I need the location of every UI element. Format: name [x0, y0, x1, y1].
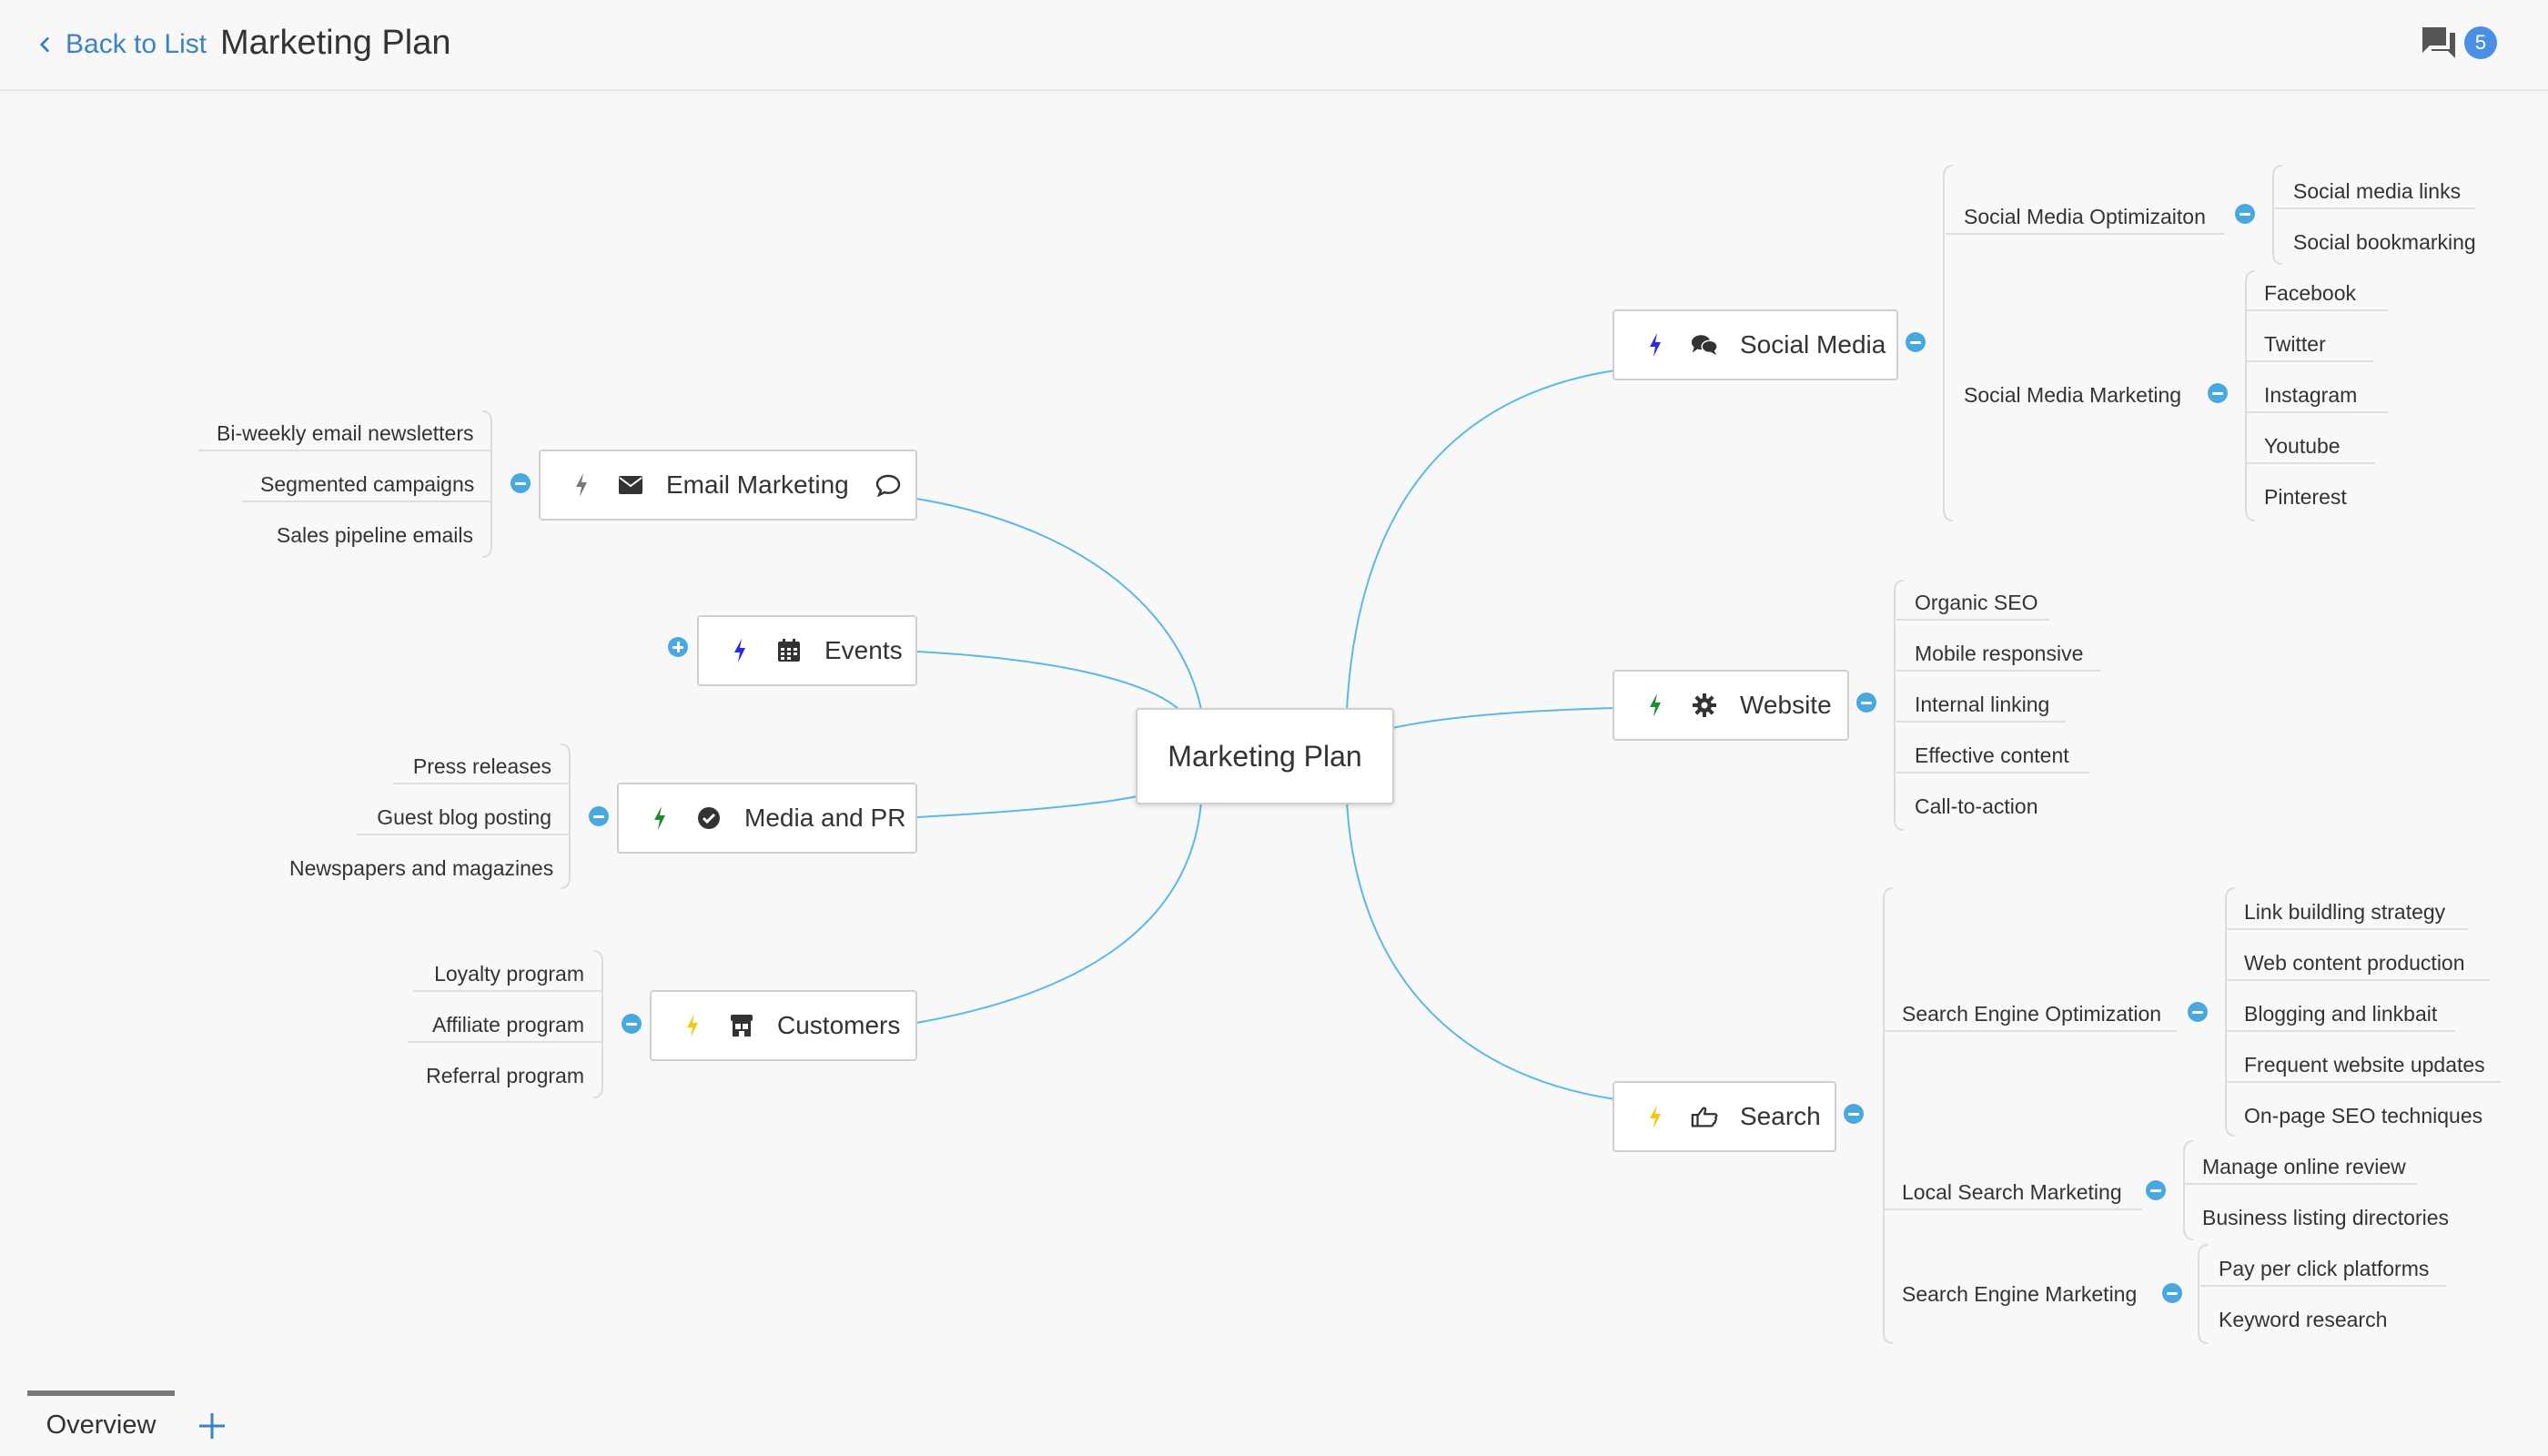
seo-item-4[interactable]: Frequent website updates: [2226, 1046, 2501, 1083]
expand-events-toggle[interactable]: [668, 637, 688, 657]
topic-events[interactable]: Events: [697, 615, 917, 686]
chat-bubbles-icon: [1691, 331, 1718, 359]
back-to-list-link[interactable]: Back to List: [35, 25, 207, 64]
tab-overview[interactable]: Overview: [27, 1390, 175, 1454]
website-item-4[interactable]: Effective content: [1896, 737, 2089, 774]
media-item-1[interactable]: Press releases: [393, 748, 570, 784]
topic-social-media-label: Social Media: [1740, 330, 1886, 359]
topic-search[interactable]: Search: [1613, 1081, 1836, 1152]
topic-events-label: Events: [824, 636, 903, 664]
seo-item-1[interactable]: Link buildling strategy: [2226, 894, 2468, 930]
social-mkt-item-2[interactable]: Twitter: [2246, 326, 2373, 362]
social-opt-item-1[interactable]: Social media links: [2275, 173, 2475, 209]
collapse-social-optimization-toggle[interactable]: [2235, 204, 2255, 224]
check-circle-icon: [695, 804, 723, 832]
social-mkt-item-1[interactable]: Facebook: [2246, 275, 2388, 311]
local-item-2[interactable]: Business listing directories: [2202, 1206, 2450, 1229]
search-group-seo[interactable]: Search Engine Optimization: [1884, 996, 2177, 1032]
collapse-seo-toggle[interactable]: [2188, 1002, 2208, 1022]
email-item-3[interactable]: Sales pipeline emails: [276, 523, 473, 547]
calendar-icon: [775, 637, 803, 664]
collapse-website-toggle[interactable]: [1856, 693, 1876, 713]
connector-search: [1346, 800, 1616, 1100]
seo-item-3[interactable]: Blogging and linkbait: [2226, 996, 2455, 1032]
bolt-icon: [679, 1012, 706, 1039]
top-bar: Back to List Marketing Plan 5: [0, 0, 2548, 91]
website-item-1[interactable]: Organic SEO: [1896, 584, 2049, 621]
social-group-marketing[interactable]: Social Media Marketing: [1964, 383, 2182, 407]
collapse-social-media-toggle[interactable]: [1906, 332, 1926, 352]
envelope-icon: [617, 471, 644, 499]
sem-item-2[interactable]: Keyword research: [2219, 1308, 2388, 1331]
comment-count-badge: 5: [2464, 26, 2497, 59]
social-mkt-item-5[interactable]: Pinterest: [2264, 485, 2347, 509]
topic-search-label: Search: [1740, 1102, 1821, 1130]
bolt-icon: [1642, 692, 1669, 719]
chevron-left-icon: [40, 36, 49, 53]
collapse-search-toggle[interactable]: [1844, 1104, 1864, 1124]
customers-item-2[interactable]: Affiliate program: [408, 1006, 602, 1043]
topic-social-media[interactable]: Social Media: [1613, 309, 1898, 380]
search-group-local[interactable]: Local Search Marketing: [1884, 1174, 2142, 1210]
topic-email-marketing[interactable]: Email Marketing: [539, 450, 917, 521]
bolt-icon: [646, 804, 673, 832]
website-item-5[interactable]: Call-to-action: [1915, 794, 2038, 818]
collapse-media-and-pr-toggle[interactable]: [589, 806, 609, 826]
topic-media-and-pr-label: Media and PR: [744, 804, 906, 832]
local-item-1[interactable]: Manage online review: [2184, 1148, 2417, 1185]
social-opt-item-2[interactable]: Social bookmarking: [2293, 230, 2476, 254]
collapse-local-search-toggle[interactable]: [2146, 1180, 2166, 1200]
connector-events: [915, 651, 1180, 711]
social-mkt-item-3[interactable]: Instagram: [2246, 377, 2388, 413]
social-group-optimization[interactable]: Social Media Optimizaiton: [1946, 198, 2224, 235]
social-mkt-item-4[interactable]: Youtube: [2246, 428, 2375, 464]
topic-customers-label: Customers: [777, 1011, 901, 1039]
email-item-2[interactable]: Segmented campaigns: [242, 466, 491, 502]
sheet-tabs: Overview: [0, 1383, 2548, 1456]
topic-media-and-pr[interactable]: Media and PR: [617, 783, 917, 854]
bolt-icon: [568, 471, 595, 499]
collapse-sem-toggle[interactable]: [2162, 1283, 2182, 1303]
connector-social: [1346, 369, 1616, 711]
email-item-1[interactable]: Bi-weekly email newsletters: [198, 415, 491, 451]
bolt-icon: [1642, 1103, 1669, 1130]
sem-item-1[interactable]: Pay per click platforms: [2200, 1250, 2446, 1287]
connector-email: [915, 498, 1202, 711]
shop-icon: [728, 1012, 755, 1039]
bolt-icon: [726, 637, 753, 664]
add-tab-icon[interactable]: [197, 1410, 228, 1441]
bolt-icon: [1642, 331, 1669, 359]
connector-media: [915, 795, 1138, 818]
comments-button[interactable]: 5: [2419, 24, 2497, 62]
media-item-3[interactable]: Newspapers and magazines: [289, 856, 554, 880]
connector-website: [1391, 707, 1616, 729]
topic-email-marketing-label: Email Marketing: [666, 470, 849, 499]
thumbs-point-icon: [1691, 1103, 1718, 1130]
website-item-2[interactable]: Mobile responsive: [1896, 635, 2100, 672]
gear-icon: [1691, 692, 1718, 719]
customers-item-1[interactable]: Loyalty program: [413, 956, 602, 992]
collapse-social-marketing-toggle[interactable]: [2208, 383, 2228, 403]
topic-website[interactable]: Website: [1613, 670, 1849, 741]
page-title: Marketing Plan: [220, 24, 451, 62]
comment-bubble-icon[interactable]: [875, 473, 902, 497]
central-topic-node[interactable]: Marketing Plan: [1136, 708, 1394, 804]
connector-customers: [915, 800, 1202, 1024]
seo-item-5[interactable]: On-page SEO techniques: [2244, 1104, 2483, 1127]
seo-item-2[interactable]: Web content production: [2226, 945, 2490, 981]
topic-website-label: Website: [1740, 691, 1832, 719]
website-item-3[interactable]: Internal linking: [1896, 686, 2066, 723]
back-to-list-label: Back to List: [66, 29, 207, 59]
collapse-email-marketing-toggle[interactable]: [511, 473, 531, 493]
media-item-2[interactable]: Guest blog posting: [357, 799, 570, 835]
topic-customers[interactable]: Customers: [650, 990, 917, 1061]
collapse-customers-toggle[interactable]: [622, 1014, 642, 1034]
search-group-sem[interactable]: Search Engine Marketing: [1902, 1282, 2138, 1306]
customers-item-3[interactable]: Referral program: [426, 1064, 584, 1087]
comments-icon: [2422, 27, 2455, 58]
